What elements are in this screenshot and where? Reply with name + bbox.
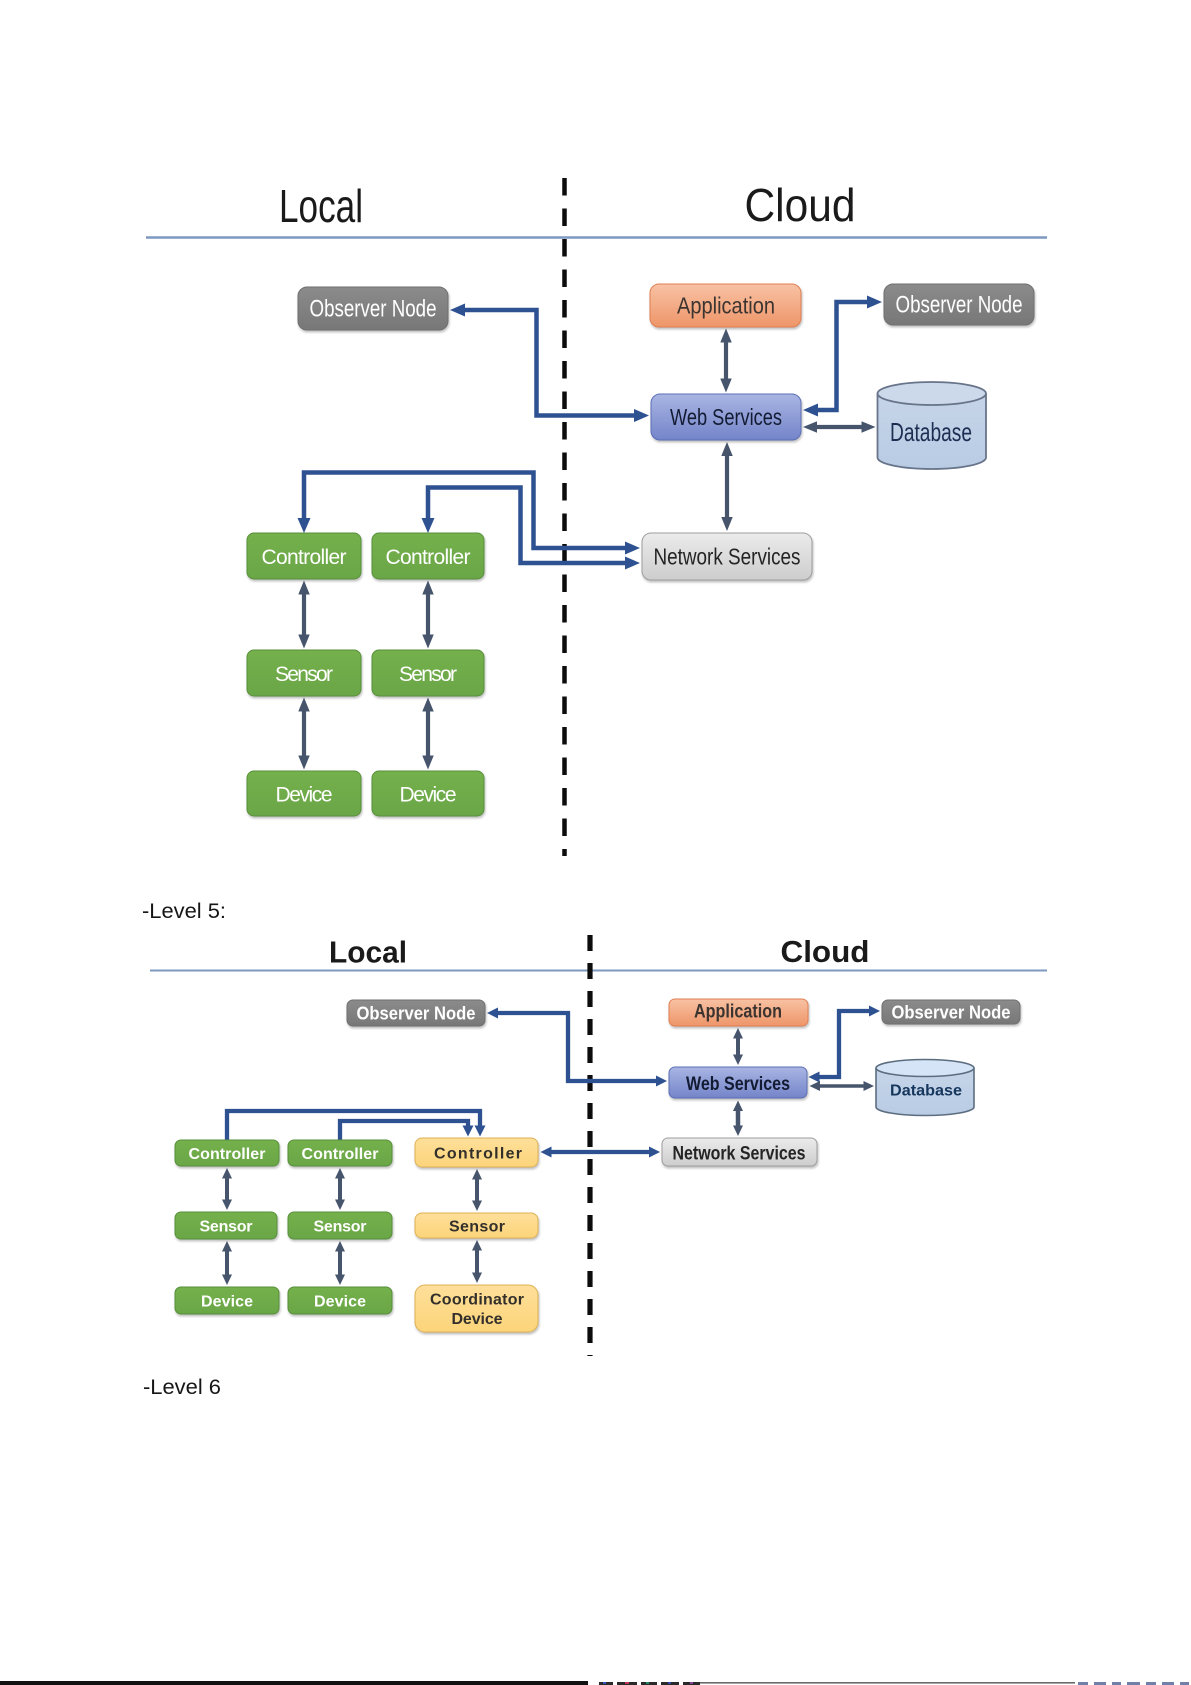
svg-text:Sensor: Sensor — [449, 1219, 505, 1236]
svg-text:Sensor: Sensor — [275, 663, 333, 686]
svg-text:Web Services: Web Services — [686, 1073, 790, 1095]
svg-text:Observer Node: Observer Node — [310, 296, 437, 323]
svg-text:Application: Application — [694, 1002, 782, 1023]
svg-text:Cloud: Cloud — [745, 179, 856, 231]
svg-text:Sensor: Sensor — [314, 1219, 367, 1236]
svg-text:Observer Node: Observer Node — [892, 1003, 1011, 1023]
svg-text:Controller: Controller — [434, 1146, 522, 1163]
svg-text:Device: Device — [201, 1294, 253, 1311]
svg-text:Local: Local — [329, 935, 407, 970]
svg-text:Device: Device — [452, 1311, 503, 1328]
svg-text:Controller: Controller — [189, 1146, 266, 1163]
svg-text:Device: Device — [314, 1294, 366, 1311]
svg-text:Network Services: Network Services — [673, 1143, 806, 1165]
svg-text:Network Services: Network Services — [654, 544, 801, 570]
svg-text:Application: Application — [677, 293, 775, 319]
svg-text:Device: Device — [400, 784, 457, 807]
svg-text:Observer Node: Observer Node — [357, 1004, 476, 1024]
svg-text:Observer Node: Observer Node — [896, 292, 1023, 319]
svg-text:-Level 6: -Level 6 — [143, 1376, 221, 1399]
svg-text:Local: Local — [279, 180, 363, 232]
svg-text:Coordinator: Coordinator — [430, 1292, 524, 1309]
svg-text:Device: Device — [276, 784, 333, 807]
svg-text:Web Services: Web Services — [670, 404, 782, 430]
svg-text:Database: Database — [890, 1083, 962, 1100]
svg-text:Controller: Controller — [386, 546, 471, 569]
svg-text:Controller: Controller — [262, 546, 347, 569]
svg-text:Sensor: Sensor — [399, 663, 457, 686]
svg-text:Sensor: Sensor — [200, 1219, 253, 1236]
svg-text:Database: Database — [890, 417, 972, 447]
svg-text:-Level 5:: -Level 5: — [142, 900, 226, 923]
svg-text:Controller: Controller — [302, 1146, 379, 1163]
svg-text:Cloud: Cloud — [781, 934, 870, 969]
